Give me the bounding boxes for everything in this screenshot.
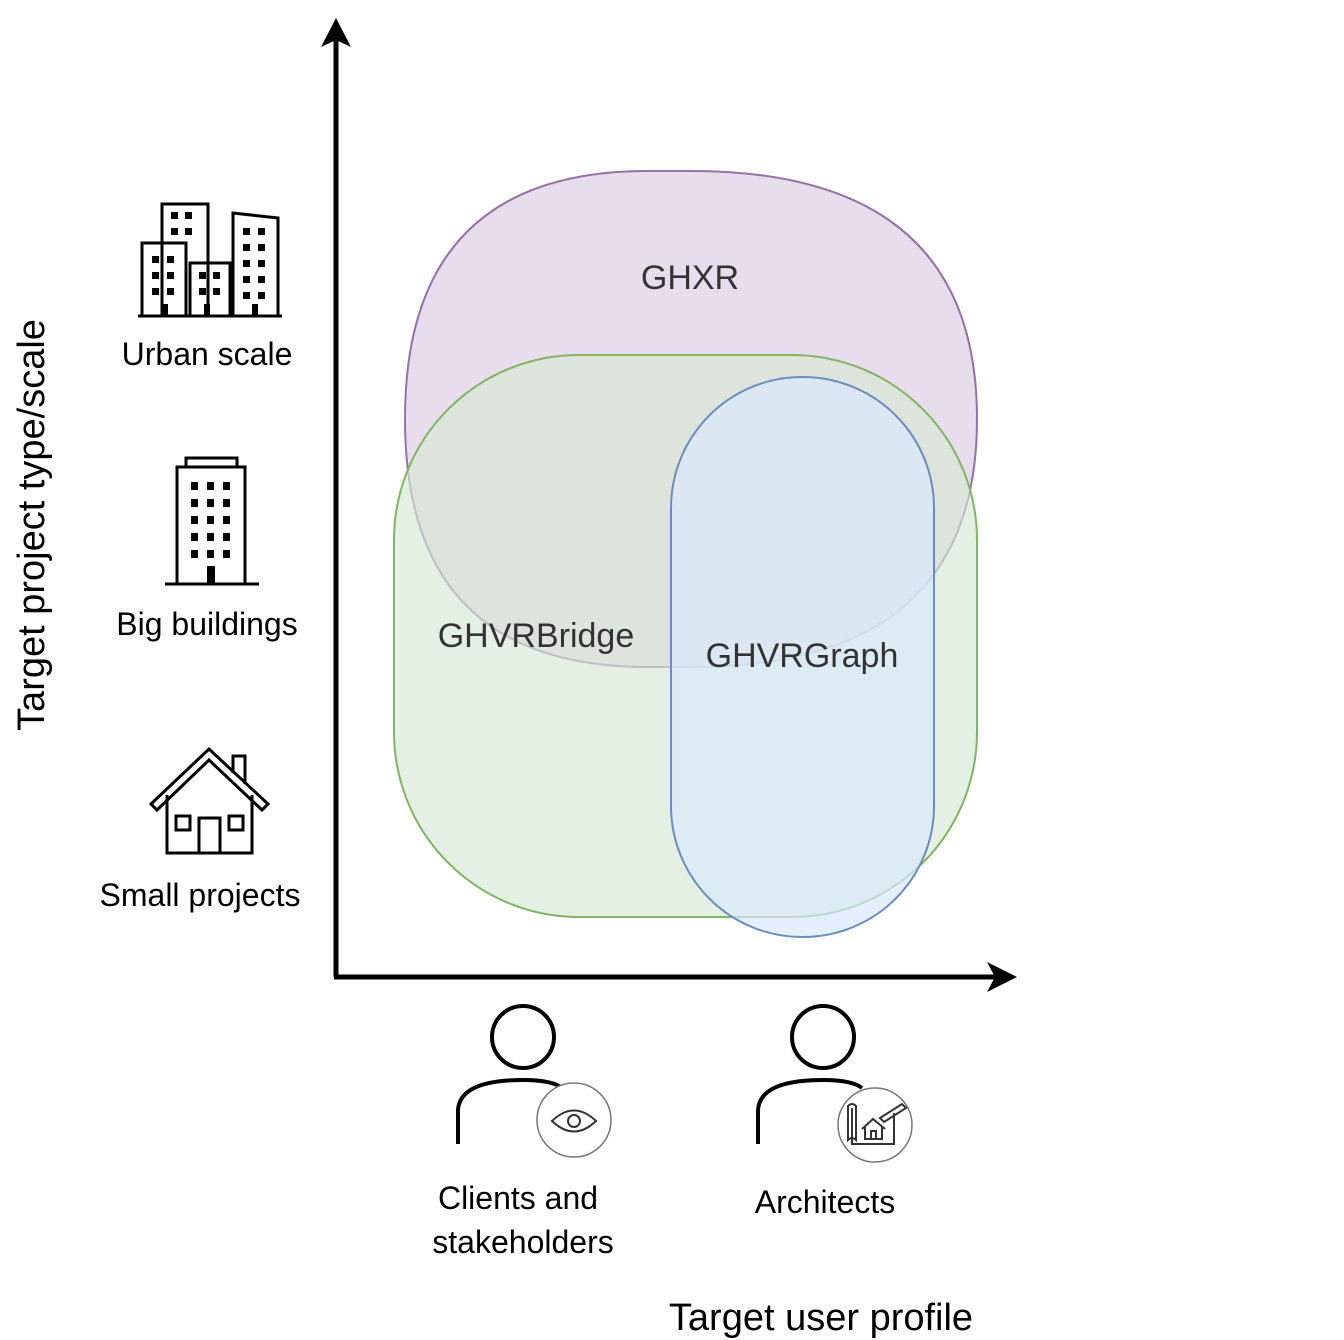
x-category-architects: Architects <box>755 1184 895 1220</box>
y-axis-arrow-icon <box>321 18 351 47</box>
person-eye-icon <box>456 1004 612 1158</box>
y-axis <box>321 18 351 977</box>
x-axis-arrow-icon <box>987 962 1017 992</box>
x-axis <box>334 962 1017 992</box>
x-axis-title: Target user profile <box>669 1297 973 1339</box>
region-ghvrgraph-shape <box>670 376 935 938</box>
y-axis-title: Target project type/scale <box>11 319 53 731</box>
person-blueprint-icon <box>756 1004 913 1163</box>
x-category-clients-line1: Clients and <box>438 1180 598 1216</box>
y-category-small-projects: Small projects <box>100 877 301 913</box>
region-label-ghvrgraph: GHVRGraph <box>706 637 899 675</box>
region-ghvrgraph <box>670 376 935 938</box>
tall-building-icon <box>165 456 259 586</box>
region-label-ghvrbridge: GHVRBridge <box>438 617 635 655</box>
house-icon <box>148 746 271 855</box>
y-category-big-buildings: Big buildings <box>116 606 297 642</box>
x-category-clients-line2: stakeholders <box>432 1224 613 1260</box>
y-category-urban-scale: Urban scale <box>122 336 293 372</box>
region-label-ghxr: GHXR <box>641 259 739 297</box>
city-buildings-icon <box>138 202 282 318</box>
